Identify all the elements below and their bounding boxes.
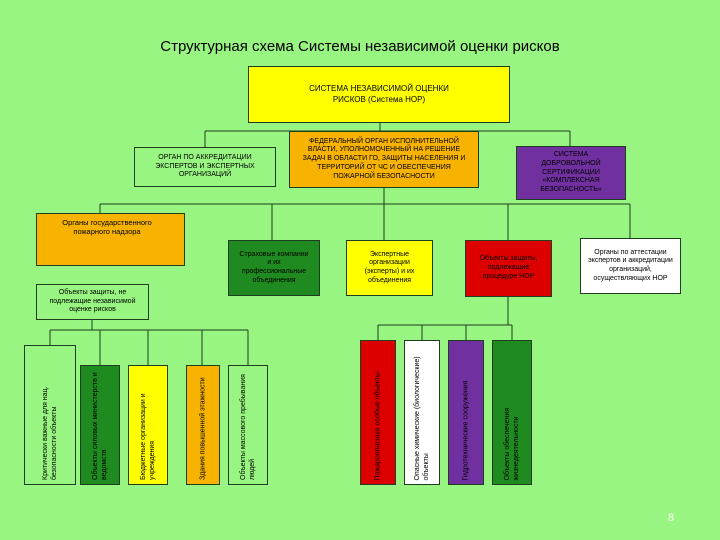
left-item-security-ministries: Объекты силовых министерств и ведомств — [80, 365, 120, 485]
attestation-bodies-label: Органы по аттестации экспертов и аккреди… — [588, 248, 673, 282]
expert-organizations-label: Экспертные организации (эксперты) и их о… — [364, 250, 415, 284]
insurance-companies-label: Страховые компании и их профессиональные… — [239, 250, 309, 284]
right-item-hydrotechnical: Гидротехнические сооружения — [448, 340, 484, 485]
fire-supervision-box: Органы государственного пожарного надзор… — [36, 213, 185, 266]
not-subject-objects-box: Объекты защиты, не подлежащие независимо… — [36, 284, 149, 320]
left-item-mass-gathering-label: Объекты массового пребывания людей — [239, 374, 256, 480]
certification-system-label: СИСТЕМА ДОБРОВОЛЬНОЙ СЕРТИФИКАЦИИ «КОМПЛ… — [540, 151, 602, 194]
sistema-nor-box: СИСТЕМА НЕЗАВИСИМОЙ ОЦЕНКИ РИСКОВ (Систе… — [248, 66, 510, 123]
left-item-critical: Критически важные для нац. безопасности … — [24, 345, 76, 485]
sistema-nor-label: СИСТЕМА НЕЗАВИСИМОЙ ОЦЕНКИ РИСКОВ (Систе… — [309, 84, 449, 104]
federal-authority-box: ФЕДЕРАЛЬНЫЙ ОРГАН ИСПОЛНИТЕЛЬНОЙ ВЛАСТИ,… — [289, 131, 479, 188]
certification-system-box: СИСТЕМА ДОБРОВОЛЬНОЙ СЕРТИФИКАЦИИ «КОМПЛ… — [516, 146, 626, 200]
page-number: 8 — [668, 512, 675, 524]
right-item-chemical: Опасные химические (биологические) объек… — [404, 340, 440, 485]
expert-organizations-box: Экспертные организации (эксперты) и их о… — [346, 240, 433, 296]
right-item-fire-hazard: Пожароопасные особые объекты — [360, 340, 396, 485]
accreditation-body-box: ОРГАН ПО АККРЕДИТАЦИИ ЭКСПЕРТОВ И ЭКСПЕР… — [134, 147, 276, 187]
subject-objects-label: Объекты защиты, подлежащие процедуре НОР — [479, 255, 538, 280]
right-item-life-support-label: Объекты обеспечения жизнедеятельности — [503, 407, 520, 480]
not-subject-objects-label: Объекты защиты, не подлежащие независимо… — [49, 288, 136, 314]
left-item-high-rise-label: Здания повышенной этажности — [199, 377, 207, 480]
right-item-life-support: Объекты обеспечения жизнедеятельности — [492, 340, 532, 485]
left-item-budget-orgs: Бюджетные организации и учреждения — [128, 365, 168, 485]
page-title: Структурная схема Системы независимой оц… — [160, 38, 560, 55]
attestation-bodies-box: Органы по аттестации экспертов и аккреди… — [580, 238, 681, 294]
accreditation-body-label: ОРГАН ПО АККРЕДИТАЦИИ ЭКСПЕРТОВ И ЭКСПЕР… — [155, 153, 255, 179]
left-item-budget-orgs-label: Бюджетные организации и учреждения — [139, 393, 156, 480]
right-item-hydrotechnical-label: Гидротехнические сооружения — [462, 380, 470, 480]
federal-authority-label: ФЕДЕРАЛЬНЫЙ ОРГАН ИСПОЛНИТЕЛЬНОЙ ВЛАСТИ,… — [302, 137, 466, 180]
left-item-security-ministries-label: Объекты силовых министерств и ведомств — [91, 372, 108, 480]
left-item-mass-gathering: Объекты массового пребывания людей — [228, 365, 268, 485]
subject-objects-box: Объекты защиты, подлежащие процедуре НОР — [465, 240, 552, 297]
insurance-companies-box: Страховые компании и их профессиональные… — [228, 240, 320, 296]
fire-supervision-label: Органы государственного пожарного надзор… — [62, 218, 152, 237]
left-item-high-rise: Здания повышенной этажности — [186, 365, 220, 485]
left-item-critical-label: Критически важные для нац. безопасности … — [41, 386, 58, 480]
right-item-chemical-label: Опасные химические (биологические) объек… — [413, 355, 430, 480]
right-item-fire-hazard-label: Пожароопасные особые объекты — [374, 371, 382, 480]
